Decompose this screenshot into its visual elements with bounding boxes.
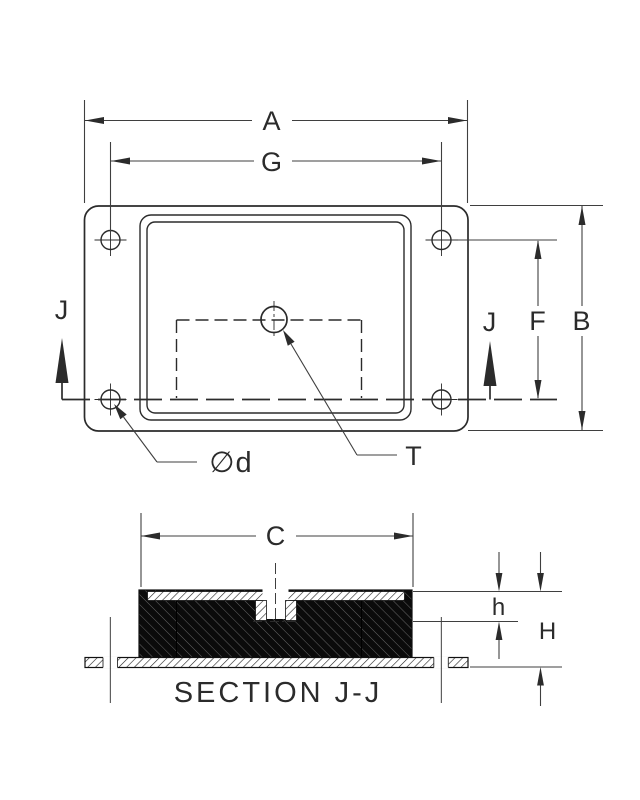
dim-c-label: C <box>266 521 287 551</box>
dimension-b: B <box>468 204 603 432</box>
tapped-hole-text: T <box>405 441 423 471</box>
dimension-a: A <box>83 100 469 203</box>
dim-a-label: A <box>262 106 281 136</box>
corner-hole-bottom-right <box>425 383 458 416</box>
dimension-c: C <box>140 513 414 587</box>
hole-diameter-callout: ∅d <box>114 404 252 479</box>
flange-hole-left <box>102 617 118 703</box>
dim-h-small-label: h <box>492 594 506 621</box>
tapped-hole-section <box>253 563 299 622</box>
corner-hole-bottom-left <box>94 383 127 416</box>
dim-b-label: B <box>572 306 591 336</box>
section-title: SECTION J-J <box>174 677 383 709</box>
section-arrow-right-label: J <box>483 307 498 337</box>
dim-f-label: F <box>529 306 547 336</box>
top-view <box>62 205 557 432</box>
section-view <box>84 563 469 703</box>
section-arrow-left-label: J <box>55 295 70 325</box>
top-view-dimensions: A G F B <box>55 100 603 479</box>
hole-diameter-text: ∅d <box>209 447 252 479</box>
inner-recess-inner-line <box>146 221 405 414</box>
base-flange <box>84 656 469 669</box>
inner-recess-outer-line <box>139 214 412 421</box>
outer-plate-outline <box>83 205 469 432</box>
dimension-f: F <box>458 239 557 399</box>
flange-hole-right <box>433 617 449 703</box>
section-arrow-right: J <box>483 307 498 400</box>
dimension-h-large: H <box>537 552 557 706</box>
tapped-hole-callout: T <box>283 330 423 471</box>
section-arrow-left: J <box>55 295 70 400</box>
dim-h-large-label: H <box>539 618 557 645</box>
central-tapped-hole <box>260 301 288 338</box>
hidden-cavity-outline <box>175 319 363 398</box>
dim-g-label: G <box>261 147 283 177</box>
dimension-h-small: h <box>492 552 506 659</box>
section-view-dimensions: C h H SECTION J-J <box>140 513 562 709</box>
dimension-g: G <box>109 142 443 232</box>
